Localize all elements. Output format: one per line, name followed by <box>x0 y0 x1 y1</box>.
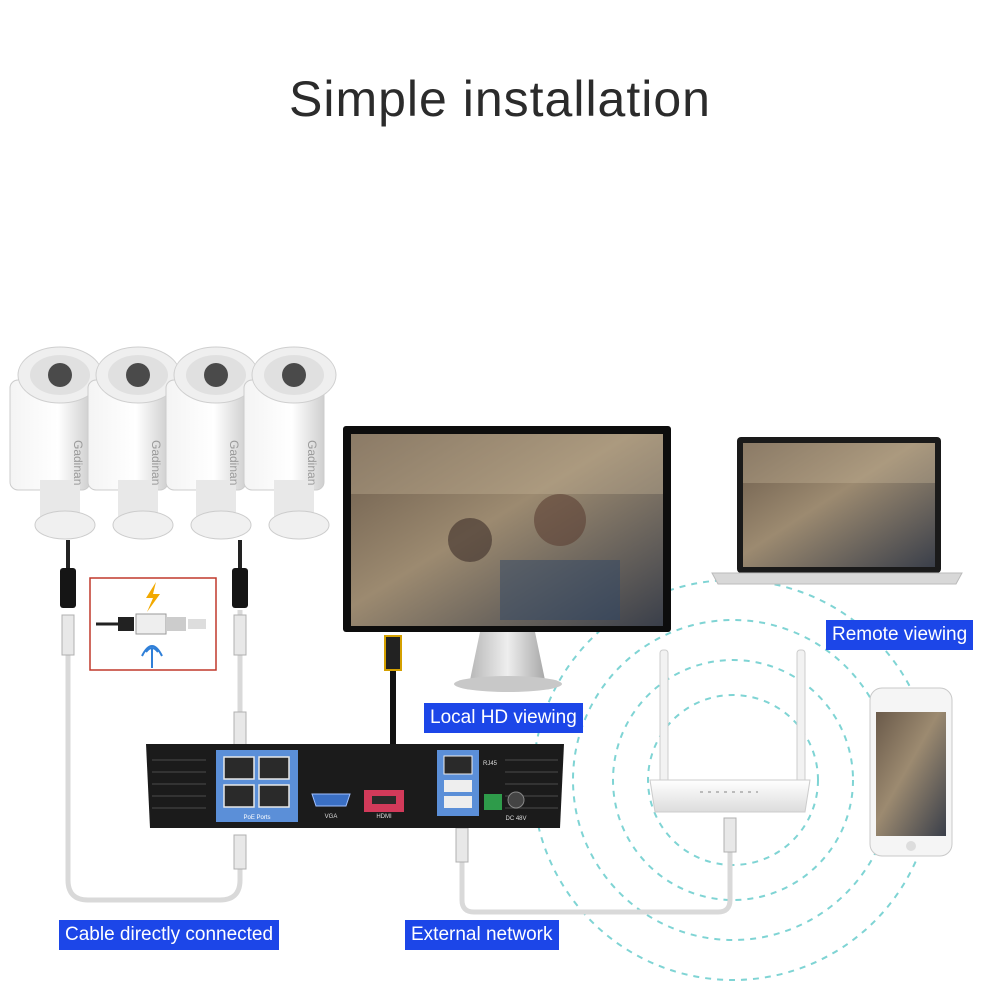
svg-text:Gadinan: Gadinan <box>71 440 85 485</box>
nvr-recorder: PoE Ports VGA HDMI RJ45 DC 48V <box>146 744 564 828</box>
camera-2: Gadinan <box>87 346 181 540</box>
svg-text:Gadinan: Gadinan <box>149 440 163 485</box>
page-title: Simple installation <box>289 71 711 127</box>
power-bolt-icon <box>146 582 160 612</box>
svg-text:PoE Ports: PoE Ports <box>243 815 270 821</box>
svg-text:DC 48V: DC 48V <box>505 816 526 822</box>
rj45-plug-icon <box>60 568 737 870</box>
monitor <box>343 426 671 692</box>
label-local-hd-viewing: Local HD viewing <box>424 703 583 733</box>
poe-inset <box>89 577 217 671</box>
vga-port <box>311 793 351 807</box>
svg-text:HDMI: HDMI <box>376 814 392 820</box>
camera-3: Gadinan <box>165 346 259 540</box>
camera-group: Gadinan Gadinan Gadinan Ga <box>9 346 337 540</box>
label-cable-directly-connected: Cable directly connected <box>59 920 280 950</box>
label-external-network: External network <box>405 920 559 950</box>
laptop <box>711 437 963 585</box>
svg-text:VGA: VGA <box>325 814 338 820</box>
svg-text:Gadinan: Gadinan <box>227 440 241 485</box>
svg-text:RJ45: RJ45 <box>483 761 498 767</box>
camera-1: Gadinan <box>9 346 103 540</box>
router <box>649 649 811 813</box>
label-remote-viewing: Remote viewing <box>826 620 974 650</box>
camera-4: Gadinan <box>243 346 337 540</box>
wifi-antenna-icon <box>141 645 163 668</box>
smartphone <box>869 687 953 857</box>
svg-text:Gadinan: Gadinan <box>305 440 319 485</box>
